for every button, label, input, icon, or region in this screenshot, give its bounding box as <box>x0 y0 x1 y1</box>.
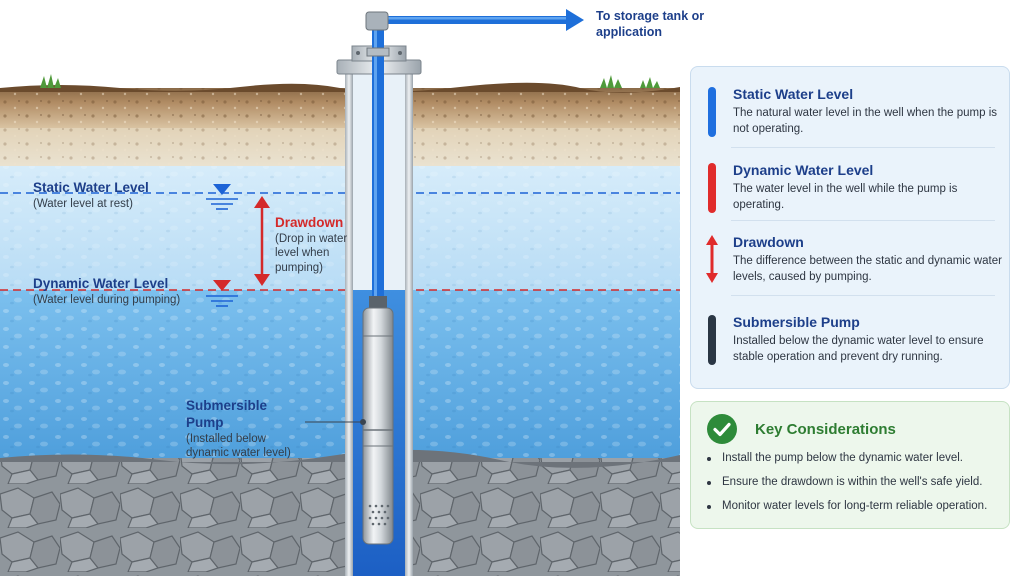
drawdown-sub: (Drop in water level when pumping) <box>275 232 348 274</box>
discharge-pipe <box>365 9 584 312</box>
key-considerations-list: Install the pump below the dynamic water… <box>707 452 1003 524</box>
drawdown-title: Drawdown <box>275 215 344 230</box>
static-level-label: Static Water Level (Water level at rest) <box>33 180 193 211</box>
submersible-pump <box>362 307 394 545</box>
sky <box>0 0 680 88</box>
legend-divider <box>731 295 995 296</box>
legend-title: Drawdown <box>733 234 804 250</box>
drawdown-arrow-icon <box>254 196 270 286</box>
legend-desc: The difference between the static and dy… <box>733 255 1002 283</box>
legend-divider <box>731 147 995 148</box>
pump-swatch <box>708 315 716 365</box>
legend-item-static: Static Water Level The natural water lev… <box>691 71 1009 145</box>
destination-label: To storage tank or application <box>596 9 705 39</box>
legend-title: Dynamic Water Level <box>733 162 874 178</box>
grass <box>40 74 660 88</box>
drawdown-label: Drawdown (Drop in water level when pumpi… <box>275 215 365 275</box>
pump-label: Submersible Pump (Installed below dynami… <box>186 398 304 461</box>
pump-title: Submersible Pump <box>186 398 268 430</box>
list-item: Ensure the drawdown is within the well's… <box>707 476 1003 500</box>
list-item: Monitor water levels for long-term relia… <box>707 500 1003 524</box>
ground-surface <box>0 82 680 93</box>
static-level-title: Static Water Level <box>33 180 149 195</box>
dynamic-level-marker-icon <box>206 280 238 307</box>
dynamic-level-title: Dynamic Water Level <box>33 276 169 291</box>
dynamic-level-label: Dynamic Water Level (Water level during … <box>33 276 213 307</box>
drawdown-double-arrow-icon <box>706 235 718 283</box>
legend-divider <box>731 220 995 221</box>
legend-panel: Static Water Level The natural water lev… <box>690 66 1010 389</box>
static-level-sub: (Water level at rest) <box>33 197 133 210</box>
legend-title: Submersible Pump <box>733 314 860 330</box>
legend-item-dynamic: Dynamic Water Level The water level in t… <box>691 147 1009 221</box>
legend-desc: Installed below the dynamic water level … <box>733 335 984 363</box>
check-circle-icon <box>707 414 737 444</box>
dynamic-level-sub: (Water level during pumping) <box>33 293 181 306</box>
legend-item-pump: Submersible Pump Installed below the dyn… <box>691 299 1009 373</box>
pump-sub: (Installed below dynamic water level) <box>186 432 291 460</box>
static-level-marker-icon <box>206 184 238 210</box>
well-cross-section <box>0 0 680 576</box>
key-considerations-title: Key Considerations <box>755 421 896 438</box>
dynamic-level-swatch <box>708 163 716 213</box>
list-item: Install the pump below the dynamic water… <box>707 452 1003 476</box>
legend-desc: The water level in the well while the pu… <box>733 183 958 211</box>
key-considerations-panel: Key Considerations Install the pump belo… <box>690 401 1010 529</box>
legend-title: Static Water Level <box>733 86 854 102</box>
legend-item-drawdown: Drawdown The difference between the stat… <box>691 219 1009 293</box>
static-level-swatch <box>708 87 716 137</box>
legend-desc: The natural water level in the well when… <box>733 107 998 135</box>
